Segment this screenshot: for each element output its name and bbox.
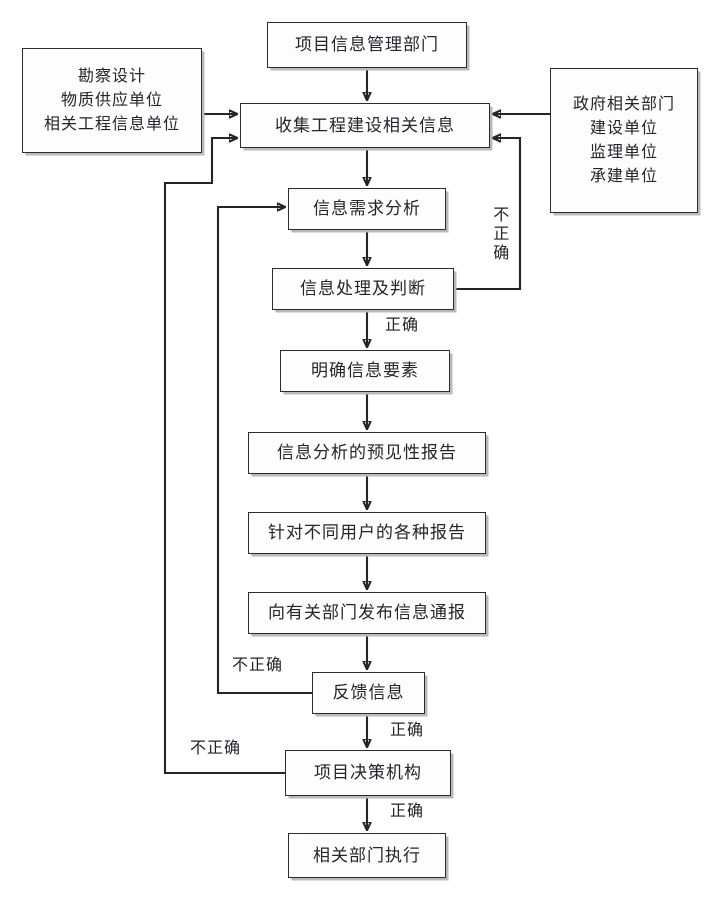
- node-decision-body[interactable]: 项目决策机构: [285, 750, 451, 796]
- node-survey-design[interactable]: 勘察设计物质供应单位相关工程信息单位: [22, 48, 202, 153]
- node-label: 监理单位: [589, 143, 658, 161]
- node-label: 政府相关部门: [572, 95, 675, 113]
- edge-label-incorrect-decision: 不正确: [190, 740, 242, 757]
- node-dept-execute[interactable]: 相关部门执行: [288, 833, 446, 878]
- node-label: 物质供应单位: [60, 91, 163, 109]
- edge-label-correct-after-feedback: 正确: [390, 722, 425, 739]
- node-demand-analysis[interactable]: 信息需求分析: [288, 188, 446, 230]
- edge-label-correct-after-decision: 正确: [390, 803, 425, 820]
- node-label: 相关工程信息单位: [43, 115, 180, 133]
- edge-label-correct-after-judge: 正确: [385, 317, 420, 334]
- node-feedback-info[interactable]: 反馈信息: [312, 672, 425, 714]
- node-collect-info[interactable]: 收集工程建设相关信息: [240, 103, 490, 148]
- node-user-reports[interactable]: 针对不同用户的各种报告: [248, 512, 486, 554]
- node-clarify-elements[interactable]: 明确信息要素: [280, 350, 450, 392]
- node-predictive-report[interactable]: 信息分析的预见性报告: [248, 432, 486, 474]
- node-label: 项目信息管理部门: [295, 35, 439, 55]
- node-label: 承建单位: [589, 167, 658, 185]
- node-label: 信息处理及判断: [300, 279, 426, 299]
- node-label: 信息分析的预见性报告: [277, 443, 457, 463]
- edge-label-incorrect-feedback: 不正确: [232, 657, 284, 674]
- node-gov-depts[interactable]: 政府相关部门建设单位监理单位承建单位: [550, 68, 698, 213]
- edge-label-incorrect-right: 不正确: [493, 207, 510, 262]
- node-label: 针对不同用户的各种报告: [268, 523, 466, 543]
- node-label: 项目决策机构: [314, 763, 422, 783]
- node-label: 勘察设计: [77, 67, 146, 85]
- node-info-mgmt-dept[interactable]: 项目信息管理部门: [267, 22, 467, 68]
- node-label: 向有关部门发布信息通报: [268, 603, 466, 623]
- node-label: 相关部门执行: [313, 845, 421, 865]
- node-label: 建设单位: [589, 119, 658, 137]
- node-label: 信息需求分析: [313, 199, 421, 219]
- node-publish-bulletin[interactable]: 向有关部门发布信息通报: [248, 592, 486, 634]
- node-label: 收集工程建设相关信息: [275, 115, 455, 135]
- node-label: 反馈信息: [332, 683, 405, 703]
- node-label: 明确信息要素: [311, 361, 419, 381]
- node-process-judge[interactable]: 信息处理及判断: [272, 268, 454, 310]
